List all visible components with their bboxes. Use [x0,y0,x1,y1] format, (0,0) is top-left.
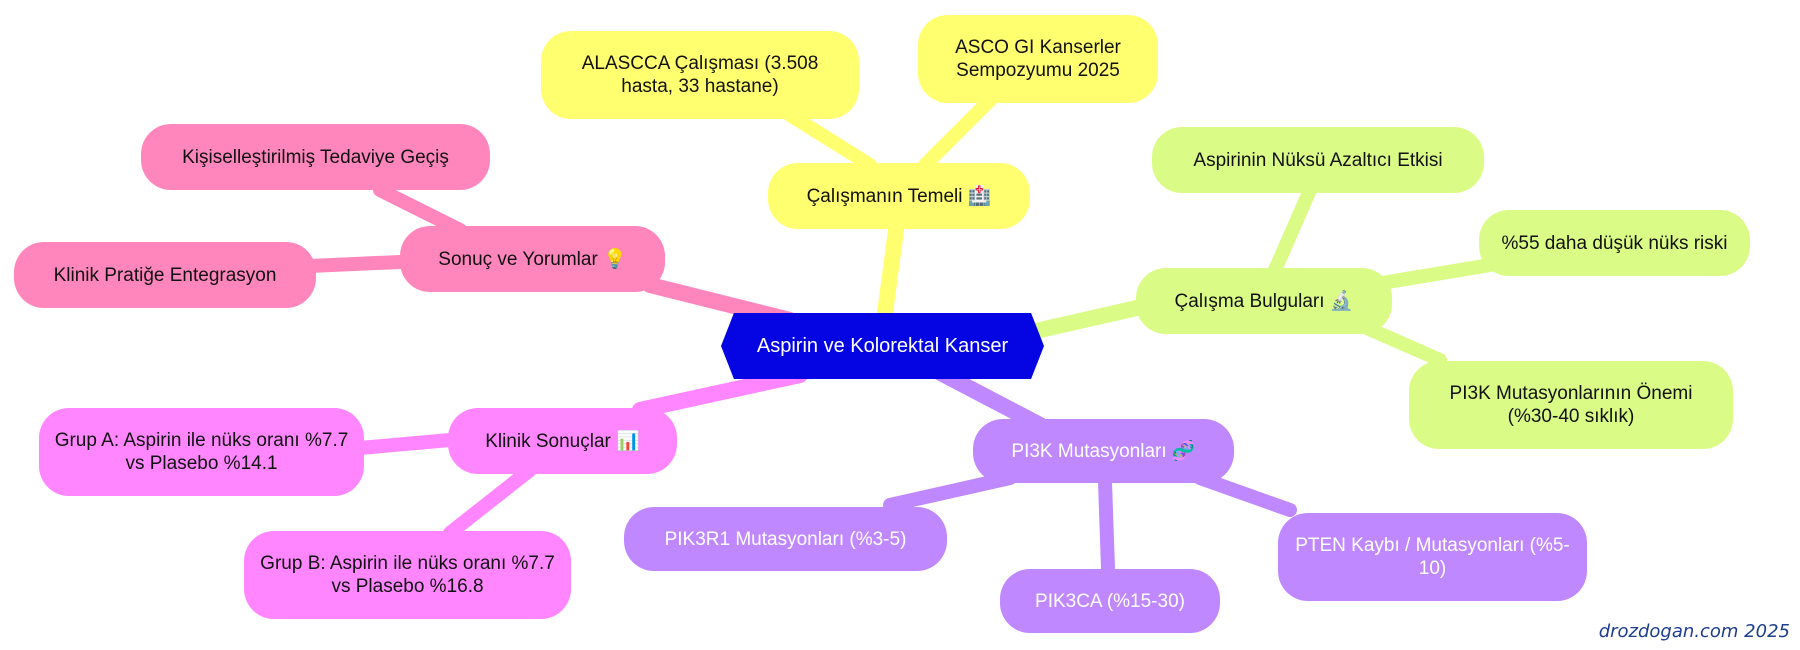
leaf-node-grup-a[interactable]: Grup A: Aspirin ile nüks oranı %7.7 vs P… [39,408,364,496]
leaf-label-klinik-pratik: Klinik Pratiğe Entegrasyon [53,264,277,286]
leaf-node-pten[interactable]: PTEN Kaybı / Mutasyonları (%5-10) [1278,513,1587,601]
leaf-label-nuks-riski: %55 daha düşük nüks riski [1501,232,1728,254]
leaf-node-nuks-riski[interactable]: %55 daha düşük nüks riski [1479,210,1750,276]
link-temel-alascca [783,108,877,172]
leaf-label-pik3r1: PIK3R1 Mutasyonları (%3-5) [664,528,907,550]
leaf-label-aspirin-etkisi: Aspirinin Nüksü Azaltıcı Etkisi [1193,149,1443,171]
link-pi3k-pik3ca [1098,475,1115,575]
leaf-node-pik3r1[interactable]: PIK3R1 Mutasyonları (%3-5) [624,507,947,571]
root-label: Aspirin ve Kolorektal Kanser [756,334,1009,357]
link-temel-asco [918,93,997,172]
leaf-label-kisisel: Kişiselleştirilmiş Tedaviye Geçiş [182,146,449,168]
leaf-label-pi3k-onemi: PI3K Mutasyonlarının Önemi (%30-40 sıklı… [1449,383,1693,427]
link-bulgular-aspirin [1268,183,1317,277]
leaf-node-aspirin-etkisi[interactable]: Aspirinin Nüksü Azaltıcı Etkisi [1152,127,1484,193]
leaf-node-klinik-pratik[interactable]: Klinik Pratiğe Entegrasyon [14,242,316,308]
leaf-label-grup-b: Grup B: Aspirin ile nüks oranı %7.7 vs P… [260,553,555,597]
link-sonuc-kisisel [373,183,467,237]
leaf-label-grup-a: Grup A: Aspirin ile nüks oranı %7.7 vs P… [54,430,349,474]
leaf-node-pik3ca[interactable]: PIK3CA (%15-30) [1000,569,1220,633]
root-node[interactable]: Aspirin ve Kolorektal Kanser [721,313,1044,379]
branch-label-sonuc: Sonuç ve Yorumlar 💡 [438,248,627,270]
leaf-node-grup-b[interactable]: Grup B: Aspirin ile nüks oranı %7.7 vs P… [244,531,571,619]
link-bulgular-55 [1363,258,1497,292]
leaf-label-pik3ca: PIK3CA (%15-30) [1035,590,1185,612]
leaf-node-kisisel[interactable]: Kişiselleştirilmiş Tedaviye Geçiş [141,124,490,190]
leaf-label-alascca: ALASCCA Çalışması (3.508 hasta, 33 hasta… [581,53,819,97]
branch-label-bulgular: Çalışma Bulguları 🔬 [1174,290,1354,312]
branch-node-klinik[interactable]: Klinik Sonuçlar 📊 [448,408,677,474]
link-pi3k-pik3r1 [883,471,1017,512]
link-root-klinik [632,367,808,418]
branch-label-pi3k: PI3K Mutasyonları 🧬 [1011,440,1196,462]
leaf-label-asco: ASCO GI Kanserler Sempozyumu 2025 [955,37,1121,81]
branch-node-sonuc[interactable]: Sonuç ve Yorumlar 💡 [400,226,665,292]
leaf-node-asco[interactable]: ASCO GI Kanserler Sempozyumu 2025 [918,15,1158,103]
leaf-label-pten: PTEN Kaybı / Mutasyonları (%5-10) [1295,535,1570,579]
link-root-bulgular [1032,297,1158,338]
branch-node-temel[interactable]: Çalışmanın Temeli 🏥 [768,163,1030,229]
branch-node-bulgular[interactable]: Çalışma Bulguları 🔬 [1136,268,1392,334]
branch-label-temel: Çalışmanın Temeli 🏥 [806,185,992,207]
link-root-pi3k [927,362,1048,433]
link-pi3k-pten [1193,471,1297,517]
leaf-node-pi3k-onemi[interactable]: PI3K Mutasyonlarının Önemi (%30-40 sıklı… [1409,361,1733,449]
branch-node-pi3k[interactable]: PI3K Mutasyonları 🧬 [973,419,1234,483]
leaf-node-alascca[interactable]: ALASCCA Çalışması (3.508 hasta, 33 hasta… [541,31,859,119]
link-klinik-grupa [353,433,457,455]
watermark: drozdogan.com 2025 [1598,621,1790,642]
link-klinik-grupb [443,463,537,540]
branch-label-klinik: Klinik Sonuçlar 📊 [485,430,640,452]
link-sonuc-klinik [303,255,407,273]
